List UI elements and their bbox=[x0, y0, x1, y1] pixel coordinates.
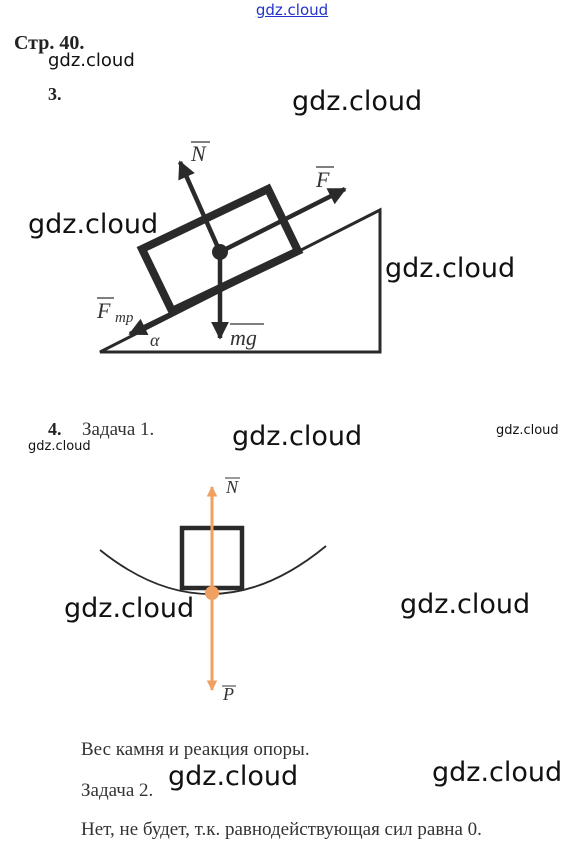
normal-force-vector bbox=[177, 160, 223, 253]
label-gravity: mg bbox=[230, 325, 257, 350]
task-4-title: Задача 1. bbox=[82, 419, 155, 440]
watermark: gdz.cloud bbox=[496, 423, 559, 438]
watermark: gdz.cloud bbox=[400, 589, 531, 620]
label-friction: F bbox=[96, 298, 111, 323]
watermark: gdz.cloud bbox=[432, 757, 563, 788]
answer-task-1: Вес камня и реакция опоры. bbox=[81, 739, 310, 760]
task-2-title: Задача 2. bbox=[81, 780, 154, 801]
force-f-vector bbox=[218, 186, 347, 255]
answer-task-2: Нет, не будет, т.к. равнодействующая сил… bbox=[81, 819, 482, 840]
watermark: gdz.cloud bbox=[232, 421, 363, 452]
task-3-number: 3. bbox=[48, 84, 62, 104]
watermark: gdz.cloud bbox=[48, 50, 135, 71]
watermark: gdz.cloud bbox=[292, 86, 423, 117]
label-force: F bbox=[315, 167, 330, 192]
label-normal: N bbox=[225, 477, 239, 497]
label-angle: α bbox=[150, 330, 160, 350]
watermark: gdz.cloud bbox=[64, 593, 195, 624]
inclined-plane-diagram: N F F тр mg α bbox=[96, 141, 382, 354]
block bbox=[136, 183, 304, 317]
contact-point bbox=[205, 586, 219, 600]
task-4-number: 4. bbox=[48, 419, 62, 439]
label-normal: N bbox=[190, 141, 207, 166]
page-title: Стр. 40. bbox=[14, 32, 85, 54]
watermark: gdz.cloud bbox=[28, 439, 91, 454]
watermark-link-top[interactable]: gdz.cloud bbox=[255, 1, 329, 19]
watermark: gdz.cloud bbox=[168, 761, 299, 792]
watermark: gdz.cloud bbox=[28, 209, 159, 240]
center-of-mass bbox=[212, 244, 228, 260]
friction-vector bbox=[128, 287, 221, 337]
label-friction-sub: тр bbox=[115, 310, 134, 326]
stone-on-curve-diagram: N P bbox=[99, 477, 327, 704]
label-weight: P bbox=[222, 684, 234, 704]
watermark: gdz.cloud bbox=[385, 253, 516, 284]
